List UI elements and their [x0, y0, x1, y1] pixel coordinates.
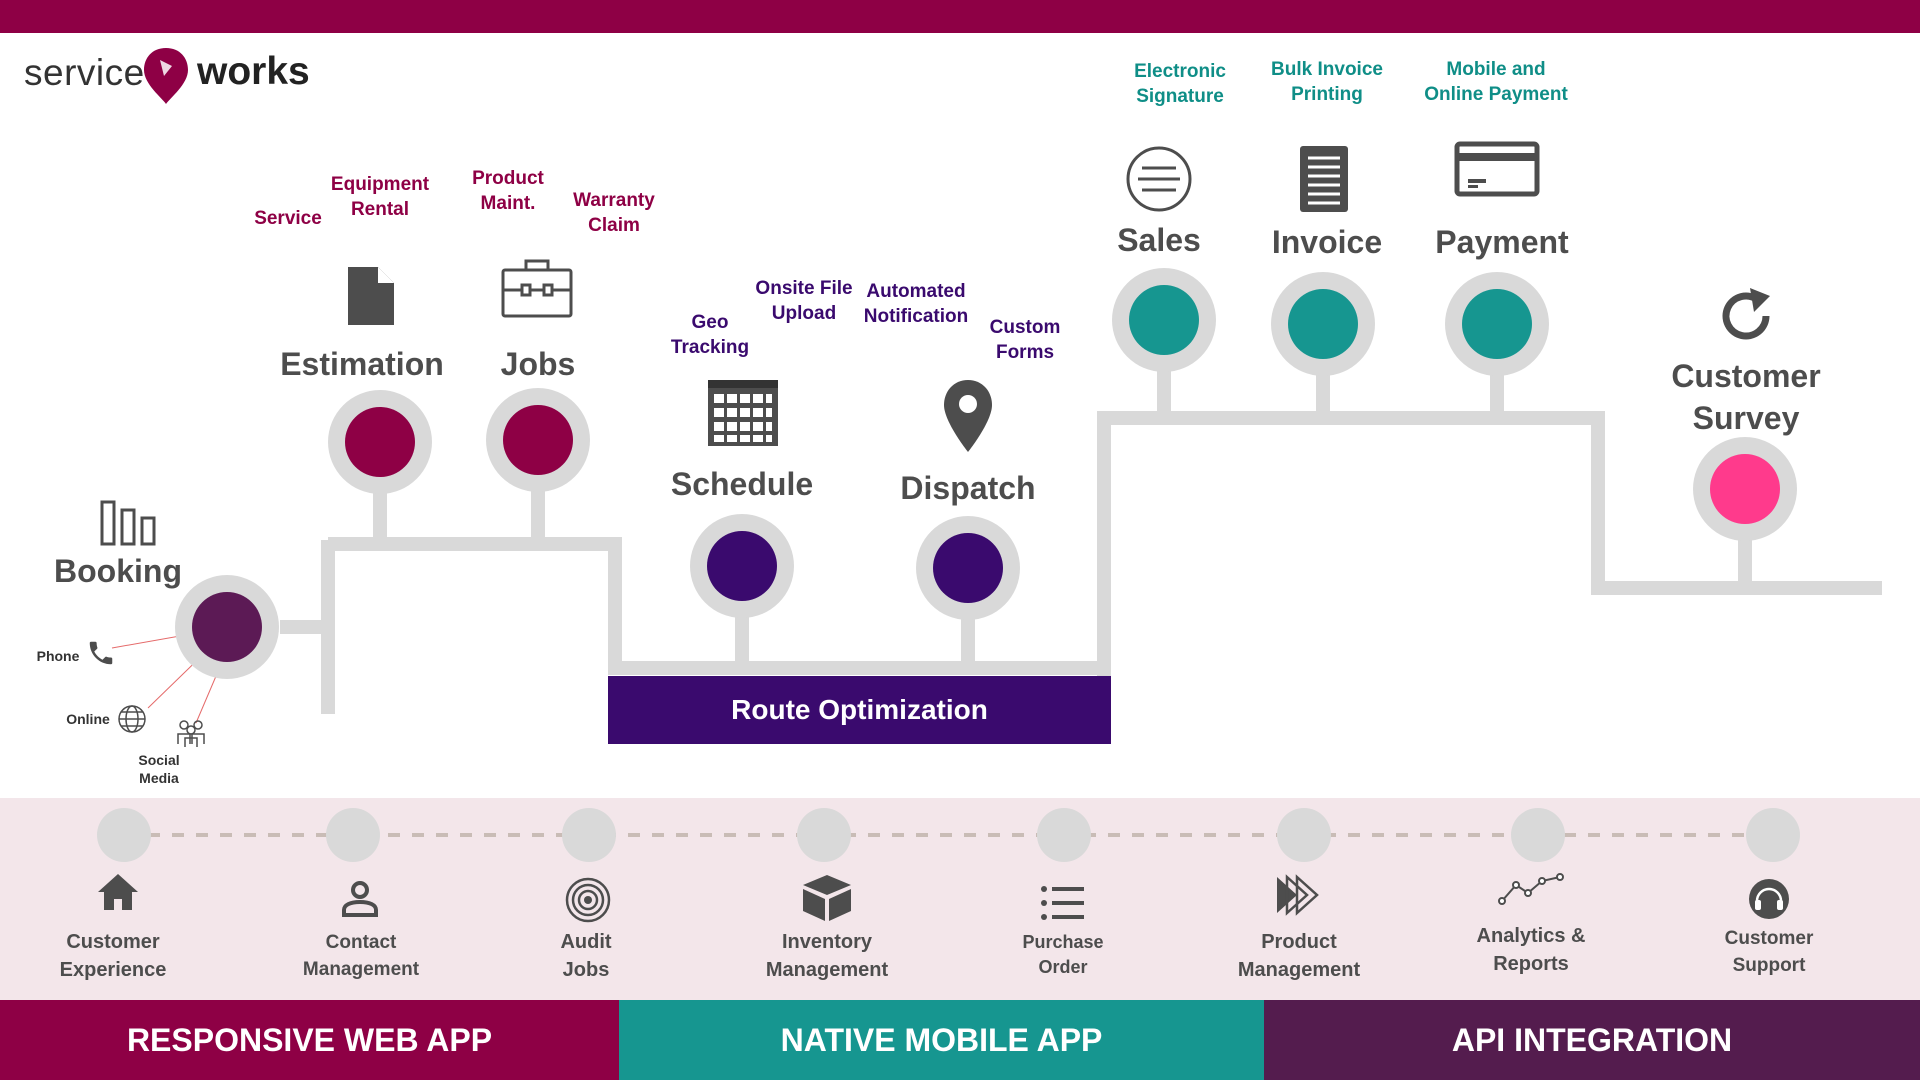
jobs-title: Jobs [500, 346, 576, 382]
schedule-node[interactable] [690, 514, 794, 618]
calendar-icon [708, 380, 778, 446]
top-bar [0, 0, 1920, 33]
booking-channel-social: Social Media [138, 752, 180, 787]
feature-customer-experience[interactable]: Customer Experience [59, 931, 167, 981]
footer-native-mobile-app[interactable]: NATIVE MOBILE APP [619, 1000, 1264, 1080]
estimation-sub-equipment-rental: Equipment Rental [330, 174, 430, 220]
sales-sub-electronic-signature: Electronic Signature [1134, 61, 1226, 107]
feature-dashed-line [124, 833, 1772, 837]
location-pin-icon [944, 380, 992, 452]
feature-product-management[interactable]: Product Management [1237, 931, 1361, 981]
booking-channel-phone: Phone [36, 648, 80, 664]
booking-title: Booking [54, 553, 182, 589]
credit-card-icon [1454, 141, 1540, 197]
briefcase-icon [501, 259, 573, 318]
feature-band [0, 798, 1920, 1000]
feature-audit-jobs[interactable]: Audit Jobs [560, 931, 612, 981]
dispatch-sub-automated-notification: Automated Notification [863, 281, 969, 327]
globe-icon [118, 705, 146, 733]
feature-dot [1511, 808, 1565, 862]
schedule-sub-geo-tracking: Geo Tracking [670, 312, 750, 358]
feature-dot [326, 808, 380, 862]
dispatch-sub-custom-forms: Custom Forms [989, 317, 1061, 363]
dispatch-title: Dispatch [900, 470, 1036, 506]
footer-responsive-web-app[interactable]: RESPONSIVE WEB APP [0, 1000, 619, 1080]
sales-node[interactable] [1112, 268, 1216, 372]
home-icon [98, 874, 138, 910]
route-optimization-bar[interactable]: Route Optimization [608, 676, 1111, 744]
menu-circle-icon [1126, 146, 1192, 212]
invoice-sub-bulk-invoice-printing: Bulk Invoice Printing [1271, 59, 1383, 105]
feature-dot [797, 808, 851, 862]
payment-sub-mobile-online-payment: Mobile and Online Payment [1424, 59, 1568, 105]
invoice-node[interactable] [1271, 272, 1375, 376]
jobs-node[interactable] [486, 388, 590, 492]
dispatch-node[interactable] [916, 516, 1020, 620]
analytics-icon [1498, 873, 1564, 905]
social-media-icon [177, 720, 205, 747]
jobs-sub-warranty-claim: Warranty Claim [573, 190, 655, 236]
schedule-title: Schedule [670, 466, 814, 502]
headset-icon [1749, 879, 1789, 919]
booking-node[interactable] [175, 575, 279, 679]
refresh-icon [1722, 288, 1770, 340]
sales-title: Sales [1117, 222, 1201, 258]
document-icon [348, 267, 394, 325]
jobs-sub-product-maint: Product Maint. [472, 168, 544, 214]
payment-node[interactable] [1445, 272, 1549, 376]
invoice-document-icon [1300, 146, 1348, 212]
feature-dot [1277, 808, 1331, 862]
process-flow-lines [111, 366, 1882, 724]
schedule-sub-onsite-file-upload: Onsite File Upload [755, 278, 853, 324]
phone-icon [89, 641, 113, 665]
customer-survey-node[interactable] [1693, 437, 1797, 541]
servicworks-logo[interactable]: service works [24, 46, 324, 108]
person-icon [342, 881, 378, 917]
estimation-title: Estimation [280, 346, 444, 382]
feature-customer-support[interactable]: Customer Support [1724, 928, 1814, 976]
logo-pin-icon [144, 48, 188, 104]
footer-api-integration[interactable]: API INTEGRATION [1264, 1000, 1920, 1080]
feature-dot [1746, 808, 1800, 862]
estimation-node[interactable] [328, 390, 432, 494]
bar-chart-icon [100, 500, 156, 546]
feature-dot [562, 808, 616, 862]
estimation-sub-service: Service [254, 208, 322, 229]
list-icon [1041, 886, 1084, 920]
box-icon [803, 875, 851, 921]
booking-channel-online: Online [66, 711, 110, 727]
customer-survey-title: Customer Survey [1671, 358, 1821, 436]
forward-icon [1277, 874, 1319, 916]
feature-contact-management[interactable]: Contact Management [302, 932, 420, 980]
invoice-title: Invoice [1271, 224, 1383, 260]
logo-text-works: works [197, 50, 310, 93]
feature-inventory-management[interactable]: Inventory Management [765, 931, 889, 981]
feature-dot [1037, 808, 1091, 862]
feature-purchase-order[interactable]: Purchase Order [1022, 932, 1104, 978]
feature-analytics-reports[interactable]: Analytics & Reports [1476, 925, 1586, 975]
feature-dot [97, 808, 151, 862]
payment-title: Payment [1435, 224, 1569, 260]
logo-text-service: service [24, 52, 145, 93]
target-icon [565, 877, 611, 923]
